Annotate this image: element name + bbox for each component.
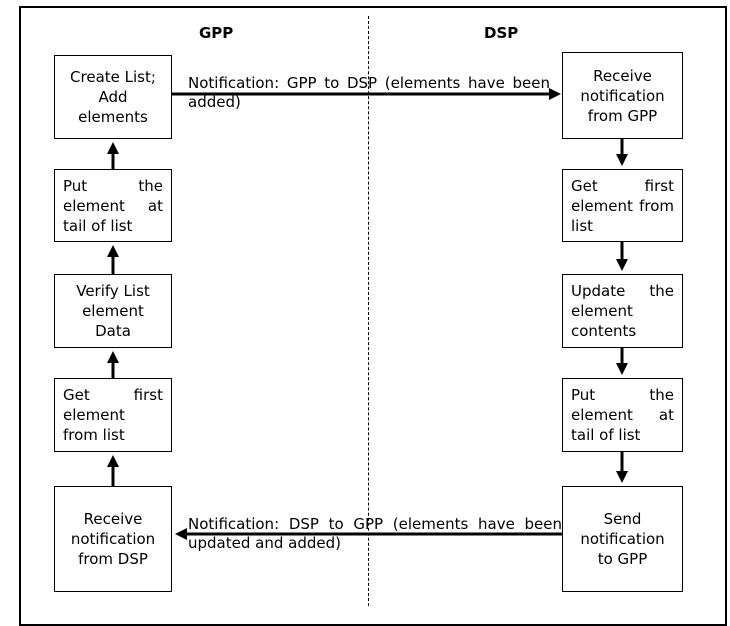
dsp-get-first-text: Get first element from list xyxy=(571,176,674,235)
notification-dsp-to-gpp-label: Notification: DSP to GPP (elements have … xyxy=(188,515,562,552)
connector-arrows xyxy=(107,88,628,540)
gpp-create-list-text: Create List; Add elements xyxy=(70,68,156,126)
lane-divider xyxy=(368,16,369,606)
flow-diagram: GPP DSP Create List; Add elements Put th… xyxy=(19,6,727,626)
dsp-receive-text: Receive notification from GPP xyxy=(580,66,665,125)
dsp-put-tail-text: Put the element at tail of list xyxy=(571,386,674,444)
gpp-get-first-box: Get first element from list xyxy=(54,378,172,452)
notification-gpp-to-dsp-label: Notification: GPP to DSP (elements have … xyxy=(188,74,550,111)
gpp-verify-box: Verify List element Data xyxy=(54,274,172,348)
dsp-get-first-box: Get first element from list xyxy=(562,169,683,242)
gpp-create-list-box: Create List; Add elements xyxy=(54,55,172,139)
gpp-header: GPP xyxy=(199,24,234,42)
dsp-send-box: Send notification to GPP xyxy=(562,486,683,592)
gpp-put-tail-box: Put the element at tail of list xyxy=(54,169,172,242)
dsp-send-text: Send notification to GPP xyxy=(580,510,665,568)
dsp-put-tail-box: Put the element at tail of list xyxy=(562,378,683,452)
dsp-update-box: Update the element contents xyxy=(562,274,683,348)
gpp-put-tail-text: Put the element at tail of list xyxy=(63,176,163,235)
dsp-receive-box: Receive notification from GPP xyxy=(562,52,683,139)
gpp-receive-box: Receive notification from DSP xyxy=(54,486,172,592)
dsp-update-text: Update the element contents xyxy=(571,282,674,340)
dsp-header: DSP xyxy=(484,24,519,42)
gpp-receive-text: Receive notification from DSP xyxy=(70,510,156,568)
gpp-verify-text: Verify List element Data xyxy=(76,282,150,340)
gpp-get-first-text: Get first element from list xyxy=(63,386,163,444)
